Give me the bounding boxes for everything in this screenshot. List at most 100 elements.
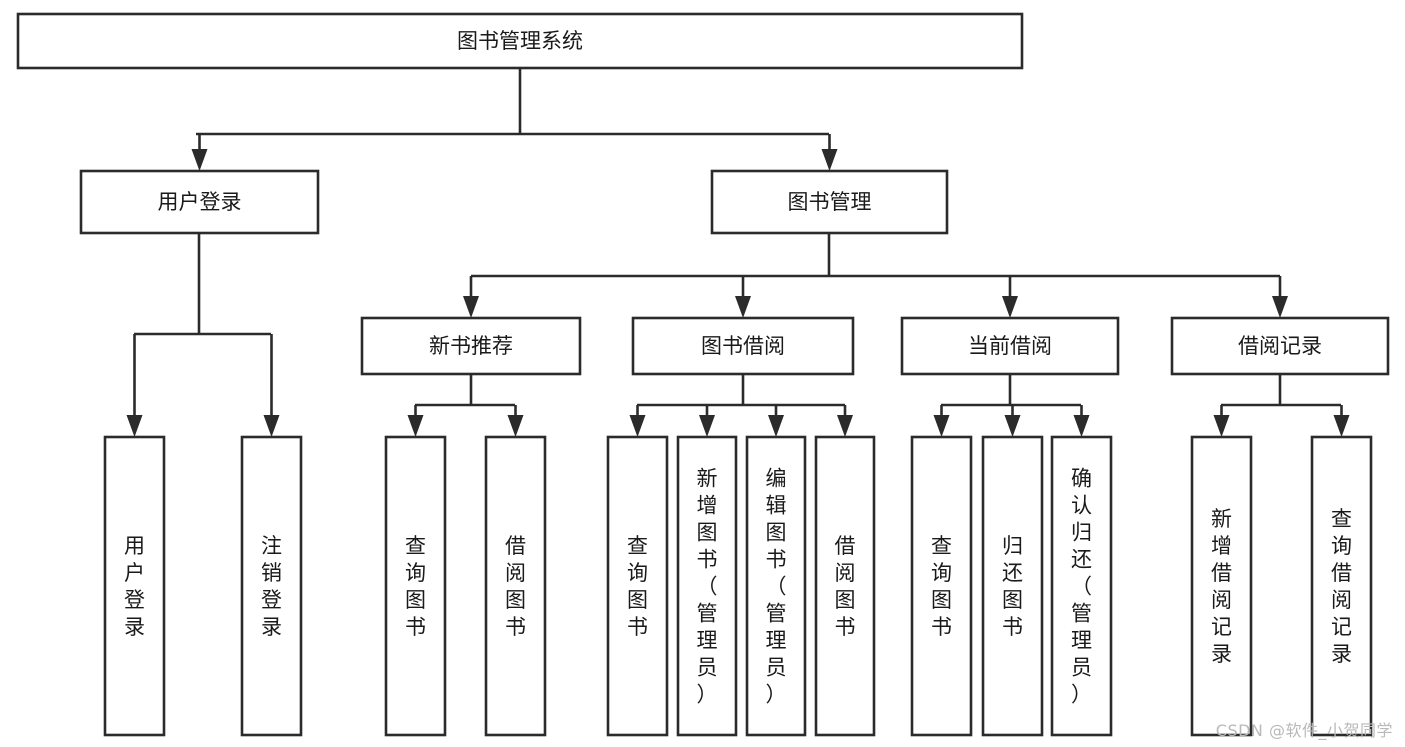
edge-book-manage-to-book-borrow bbox=[735, 276, 751, 318]
arrow-head-icon bbox=[507, 415, 524, 437]
node-box[interactable] bbox=[1050, 435, 1113, 737]
connector-layer bbox=[126, 68, 1350, 437]
node-leaf-borrow-query[interactable]: 查询图书 bbox=[606, 435, 669, 737]
node-current-borrow[interactable]: 当前借阅 bbox=[900, 316, 1120, 376]
node-box[interactable] bbox=[606, 435, 669, 737]
node-box[interactable] bbox=[814, 435, 876, 737]
node-label: 归还图书 bbox=[1002, 534, 1023, 639]
arrow-head-icon bbox=[407, 415, 424, 437]
node-leaf-user-logout[interactable]: 注销登录 bbox=[240, 435, 303, 737]
edge-new-book-recommend-to-leaf-recommend-query bbox=[407, 405, 424, 437]
node-label: 图书借阅 bbox=[701, 334, 785, 358]
edge-book-borrow-to-leaf-borrow-query bbox=[629, 405, 646, 437]
arrow-head-icon bbox=[263, 415, 280, 437]
node-leaf-recommend-borrow[interactable]: 借阅图书 bbox=[484, 435, 547, 737]
node-leaf-recommend-query[interactable]: 查询图书 bbox=[384, 435, 447, 737]
node-label: 新增借阅记录 bbox=[1211, 507, 1232, 666]
node-label: 注销登录 bbox=[261, 534, 282, 639]
node-leaf-record-query[interactable]: 查询借阅记录 bbox=[1310, 435, 1373, 737]
node-label: 借阅记录 bbox=[1238, 334, 1322, 358]
edge-user-login-to-leaf-user-login bbox=[126, 334, 143, 437]
node-leaf-user-login[interactable]: 用户登录 bbox=[103, 435, 166, 737]
edge-new-book-recommend-to-leaf-recommend-borrow bbox=[507, 405, 524, 437]
node-user-login[interactable]: 用户登录 bbox=[79, 169, 320, 235]
arrow-head-icon bbox=[1004, 415, 1021, 437]
edge-book-manage-to-current-borrow bbox=[1002, 276, 1018, 318]
arrow-head-icon bbox=[1213, 415, 1230, 437]
arrow-head-icon bbox=[735, 296, 751, 318]
node-root[interactable]: 图书管理系统 bbox=[16, 12, 1024, 70]
connector-group bbox=[134, 233, 271, 336]
edge-borrow-record-to-leaf-record-query bbox=[1333, 405, 1350, 437]
node-leaf-borrow-edit[interactable]: 编辑图书（管理员） bbox=[745, 435, 807, 737]
node-box[interactable] bbox=[910, 435, 973, 737]
node-label: 用户登录 bbox=[124, 534, 145, 639]
node-label: 当前借阅 bbox=[968, 334, 1052, 358]
node-layer: 图书管理系统用户登录图书管理新书推荐图书借阅当前借阅借阅记录用户登录注销登录查询… bbox=[16, 12, 1390, 737]
arrow-head-icon bbox=[768, 415, 784, 437]
node-box[interactable] bbox=[79, 169, 320, 235]
node-label: 图书管理 bbox=[788, 190, 872, 214]
edge-borrow-record-to-leaf-record-add bbox=[1213, 405, 1230, 437]
node-box[interactable] bbox=[631, 316, 855, 376]
node-box[interactable] bbox=[1190, 435, 1253, 737]
edge-book-manage-to-borrow-record bbox=[1272, 276, 1288, 318]
arrow-head-icon bbox=[1272, 296, 1288, 318]
arrow-head-icon bbox=[126, 415, 143, 437]
edge-book-borrow-to-leaf-borrow-add bbox=[699, 405, 715, 437]
node-leaf-record-add[interactable]: 新增借阅记录 bbox=[1190, 435, 1253, 737]
node-box[interactable] bbox=[900, 316, 1120, 376]
node-leaf-current-query[interactable]: 查询图书 bbox=[910, 435, 973, 737]
arrow-head-icon bbox=[821, 149, 838, 171]
node-box[interactable] bbox=[384, 435, 447, 737]
node-box[interactable] bbox=[1310, 435, 1373, 737]
node-label: 查询借阅记录 bbox=[1331, 507, 1352, 666]
node-box[interactable] bbox=[103, 435, 166, 737]
edge-current-borrow-to-leaf-current-return bbox=[1004, 405, 1021, 437]
node-new-book-recommend[interactable]: 新书推荐 bbox=[360, 316, 582, 376]
node-label: 查询图书 bbox=[931, 534, 952, 639]
node-leaf-borrow-lend[interactable]: 借阅图书 bbox=[814, 435, 876, 737]
node-leaf-borrow-add[interactable]: 新增图书（管理员） bbox=[676, 435, 738, 737]
node-book-manage[interactable]: 图书管理 bbox=[710, 169, 949, 235]
connector-group bbox=[471, 233, 1280, 278]
edge-book-borrow-to-leaf-borrow-lend bbox=[837, 405, 853, 437]
connector-group bbox=[1221, 374, 1341, 407]
edge-root-to-user-login bbox=[191, 134, 208, 171]
arrow-head-icon bbox=[463, 296, 479, 318]
node-book-borrow[interactable]: 图书借阅 bbox=[631, 316, 855, 376]
node-box[interactable] bbox=[16, 12, 1024, 70]
node-box[interactable] bbox=[981, 435, 1044, 737]
arrow-head-icon bbox=[191, 149, 208, 171]
node-label: 编辑图书（管理员） bbox=[766, 467, 787, 707]
node-label: 确认归还（管理员） bbox=[1071, 467, 1092, 707]
node-label: 查询图书 bbox=[405, 534, 426, 639]
node-label: 图书管理系统 bbox=[457, 29, 583, 53]
node-box[interactable] bbox=[676, 435, 738, 737]
edge-current-borrow-to-leaf-current-confirm bbox=[1073, 405, 1090, 437]
node-box[interactable] bbox=[1170, 316, 1390, 376]
connector-group bbox=[637, 374, 845, 407]
edge-book-borrow-to-leaf-borrow-edit bbox=[768, 405, 784, 437]
node-box[interactable] bbox=[745, 435, 807, 737]
node-leaf-current-confirm[interactable]: 确认归还（管理员） bbox=[1050, 435, 1113, 737]
connector-group bbox=[415, 374, 515, 407]
node-box[interactable] bbox=[710, 169, 949, 235]
node-label: 新增图书（管理员） bbox=[697, 467, 718, 707]
node-label: 查询图书 bbox=[627, 534, 648, 639]
node-box[interactable] bbox=[360, 316, 582, 376]
edge-root-to-book-manage bbox=[821, 134, 838, 171]
edge-book-manage-to-new-book-recommend bbox=[463, 276, 479, 318]
node-borrow-record[interactable]: 借阅记录 bbox=[1170, 316, 1390, 376]
arrow-head-icon bbox=[933, 415, 950, 437]
node-label: 借阅图书 bbox=[835, 534, 856, 639]
arrow-head-icon bbox=[629, 415, 646, 437]
watermark-text: CSDN @软件_小贺同学 bbox=[1215, 721, 1393, 740]
arrow-head-icon bbox=[1002, 296, 1018, 318]
node-box[interactable] bbox=[240, 435, 303, 737]
node-leaf-current-return[interactable]: 归还图书 bbox=[981, 435, 1044, 737]
node-box[interactable] bbox=[484, 435, 547, 737]
node-label: 借阅图书 bbox=[505, 534, 526, 639]
